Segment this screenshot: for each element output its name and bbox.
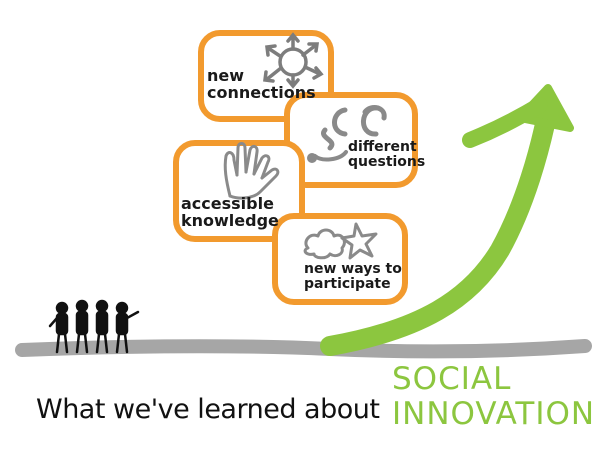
arrows-circle-icon — [263, 32, 324, 89]
caption-highlight-line1: SOCIAL — [392, 361, 512, 397]
person-figure — [95, 299, 109, 354]
question-marks-icon — [307, 104, 387, 163]
hand-icon — [223, 142, 280, 200]
person-figure-pointing — [115, 301, 140, 354]
caption-highlight: SOCIAL INNOVATION — [392, 362, 595, 431]
caption-highlight-line2: INNOVATION — [392, 395, 596, 432]
cloud-star-icon — [303, 222, 378, 260]
person-figure — [75, 299, 89, 354]
label-new-ways-to-participate: new ways to participate — [304, 261, 402, 292]
person-figure — [48, 301, 69, 354]
caption-prefix: What we've learned about — [36, 394, 380, 425]
label-different-questions: different questions — [348, 139, 426, 170]
label-accessible-knowledge: accessible knowledge — [181, 194, 279, 230]
growth-arrow-wing — [462, 97, 548, 148]
growth-arrow-shaft — [320, 100, 558, 356]
card-new-ways-to-participate — [272, 213, 408, 305]
label-new-connections: new connections — [207, 66, 316, 102]
